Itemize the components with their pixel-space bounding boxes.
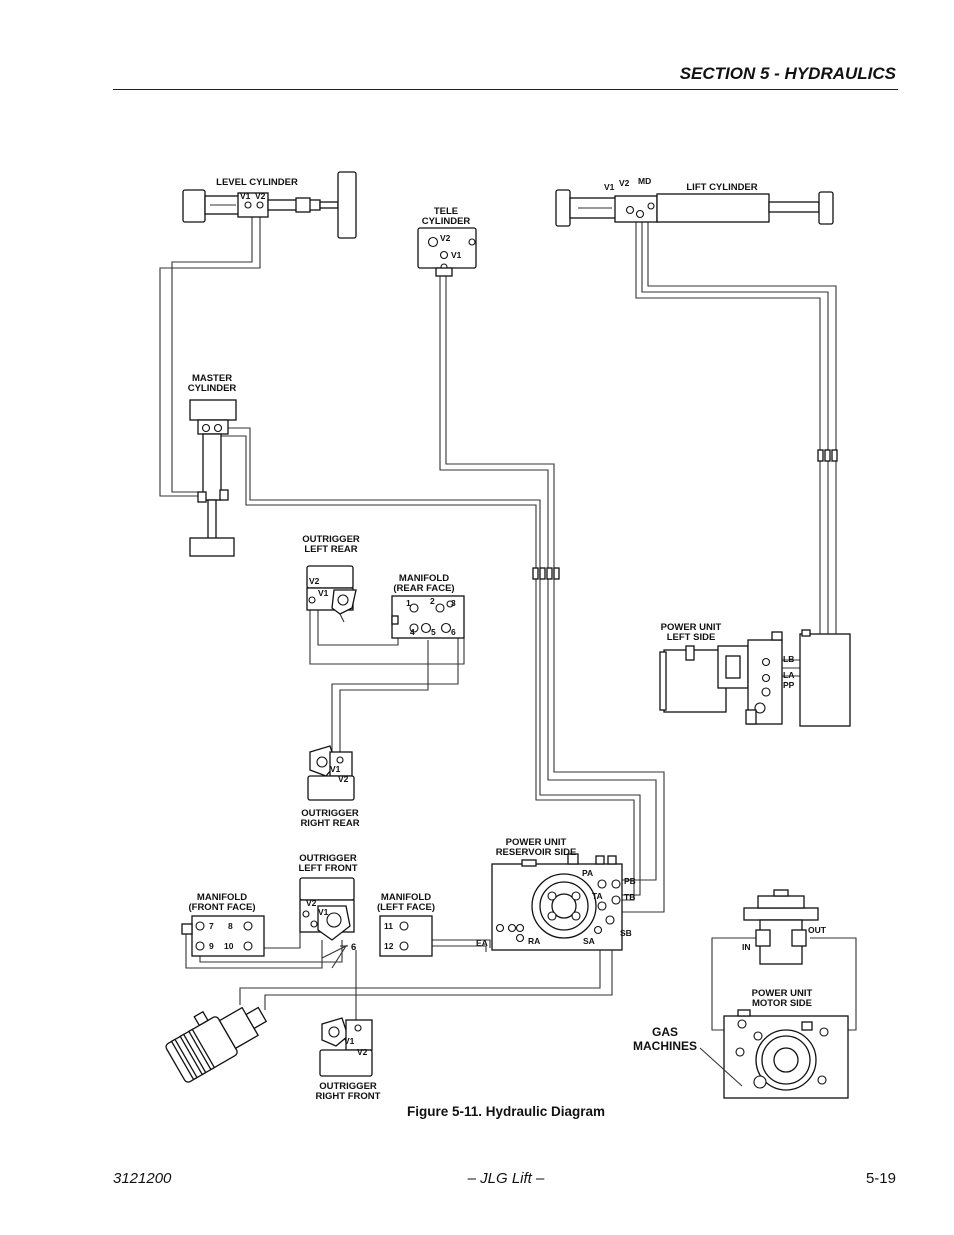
label-manifold-left-1: MANIFOLD [381, 892, 431, 903]
port-sa: SA [583, 936, 595, 946]
diagram-labels: LEVEL CYLINDER TELE CYLINDER LIFT CYLIND… [188, 177, 813, 1102]
port-pb: PB [624, 876, 636, 886]
port-v2: V2 [306, 898, 317, 908]
label-gas-machines-2: MACHINES [633, 1039, 697, 1053]
port-v1: V1 [451, 250, 462, 260]
port-3: 3 [451, 598, 456, 608]
section-title: SECTION 5 - HYDRAULICS [679, 64, 896, 83]
port-in: IN [742, 942, 751, 952]
port-11: 11 [384, 921, 393, 931]
outrigger-right-front [319, 1017, 373, 1077]
page-number: 5-19 [865, 1170, 896, 1187]
port-v2: V2 [309, 576, 320, 586]
port-v1: V1 [240, 191, 251, 201]
label-manifold-rear-1: MANIFOLD [399, 573, 449, 584]
port-v1: V1 [318, 588, 329, 598]
port-10: 10 [224, 941, 234, 951]
outrigger-right-rear [307, 745, 355, 801]
port-pa: PA [582, 868, 593, 878]
lift-cylinder [555, 189, 834, 227]
port-labels: V1 V2 V2 V1 V1 V2 MD V2 V1 1 2 3 4 5 6 V… [209, 176, 827, 1057]
power-unit-motor-side [723, 1009, 849, 1099]
label-outrigger-right-front-1: OUTRIGGER [319, 1081, 377, 1092]
label-power-unit-reservoir-2: RESERVOIR SIDE [496, 847, 577, 858]
port-5: 5 [431, 627, 436, 637]
label-outrigger-left-rear-1: OUTRIGGER [302, 534, 360, 545]
power-unit-reservoir-side [491, 853, 623, 951]
label-lift-cylinder: LIFT CYLINDER [686, 182, 757, 193]
figure-caption-text: Figure 5-11. Hydraulic Diagram [406, 1104, 606, 1119]
port-1: 1 [406, 598, 411, 608]
label-outrigger-right-front-2: RIGHT FRONT [316, 1091, 381, 1102]
port-v1: V1 [318, 907, 329, 917]
label-level-cylinder: LEVEL CYLINDER [216, 177, 298, 188]
label-manifold-left-2: (LEFT FACE) [377, 902, 435, 913]
port-v2: V2 [255, 191, 266, 201]
port-7: 7 [209, 921, 214, 931]
master-cylinder [189, 399, 237, 557]
label-manifold-rear-2: (REAR FACE) [393, 583, 454, 594]
port-v2: V2 [338, 774, 349, 784]
port-2: 2 [430, 596, 435, 606]
manifold-front-face [181, 915, 265, 957]
port-v2: V2 [619, 178, 630, 188]
port-6: 6 [451, 627, 456, 637]
label-manifold-front-1: MANIFOLD [197, 892, 247, 903]
doc-number: 3121200 [113, 1170, 172, 1187]
port-9: 9 [209, 941, 214, 951]
port-la: LA [783, 670, 794, 680]
label-outrigger-left-front-2: LEFT FRONT [298, 863, 357, 874]
port-ra: RA [528, 936, 540, 946]
manifold-left-face [379, 915, 433, 957]
label-outrigger-right-rear-2: RIGHT REAR [300, 818, 359, 829]
label-power-unit-reservoir-1: POWER UNIT [506, 837, 567, 848]
port-v2: V2 [440, 233, 451, 243]
port-v2: V2 [357, 1047, 368, 1057]
label-master-cylinder-1: MASTER [192, 373, 232, 384]
port-12: 12 [384, 941, 394, 951]
label-power-unit-motor-1: POWER UNIT [752, 988, 813, 999]
port-md: MD [638, 176, 651, 186]
footer-publisher: – JLG Lift – [0, 1170, 954, 1187]
port-sb: SB [620, 928, 632, 938]
label-tele-cylinder-2: CYLINDER [422, 216, 471, 227]
port-ta: TA [592, 891, 603, 901]
label-power-unit-left-2: LEFT SIDE [667, 632, 716, 643]
label-tele-cylinder-1: TELE [434, 206, 458, 217]
label-outrigger-right-rear-1: OUTRIGGER [301, 808, 359, 819]
port-out: OUT [808, 925, 827, 935]
label-manifold-front-2: (FRONT FACE) [188, 902, 255, 913]
port-v1: V1 [344, 1036, 355, 1046]
port-tb: TB [624, 892, 635, 902]
callout-6: 6 [351, 942, 356, 953]
publisher-text: – JLG Lift – [467, 1170, 545, 1187]
port-ea: EA [476, 938, 488, 948]
gas-engine-pump [165, 1006, 268, 1083]
figure-caption: Figure 5-11. Hydraulic Diagram [0, 1104, 954, 1119]
outrigger-left-front [299, 877, 355, 941]
outrigger-left-rear [306, 565, 357, 623]
port-v1: V1 [604, 182, 615, 192]
label-master-cylinder-2: CYLINDER [188, 383, 237, 394]
label-gas-machines-1: GAS [652, 1025, 678, 1039]
header-rule [113, 89, 898, 90]
port-pp: PP [783, 680, 795, 690]
tele-cylinder [417, 227, 477, 277]
label-power-unit-motor-2: MOTOR SIDE [752, 998, 812, 1009]
level-cylinder [182, 171, 357, 239]
label-power-unit-left-1: POWER UNIT [661, 622, 722, 633]
port-v1: V1 [330, 764, 341, 774]
label-outrigger-left-rear-2: LEFT REAR [304, 544, 357, 555]
port-lb: LB [783, 654, 794, 664]
power-unit-left-side [659, 629, 851, 727]
manifold-rear-face [391, 595, 465, 639]
port-8: 8 [228, 921, 233, 931]
port-4: 4 [410, 627, 415, 637]
pump-in-out [743, 889, 819, 965]
label-outrigger-left-front-1: OUTRIGGER [299, 853, 357, 864]
